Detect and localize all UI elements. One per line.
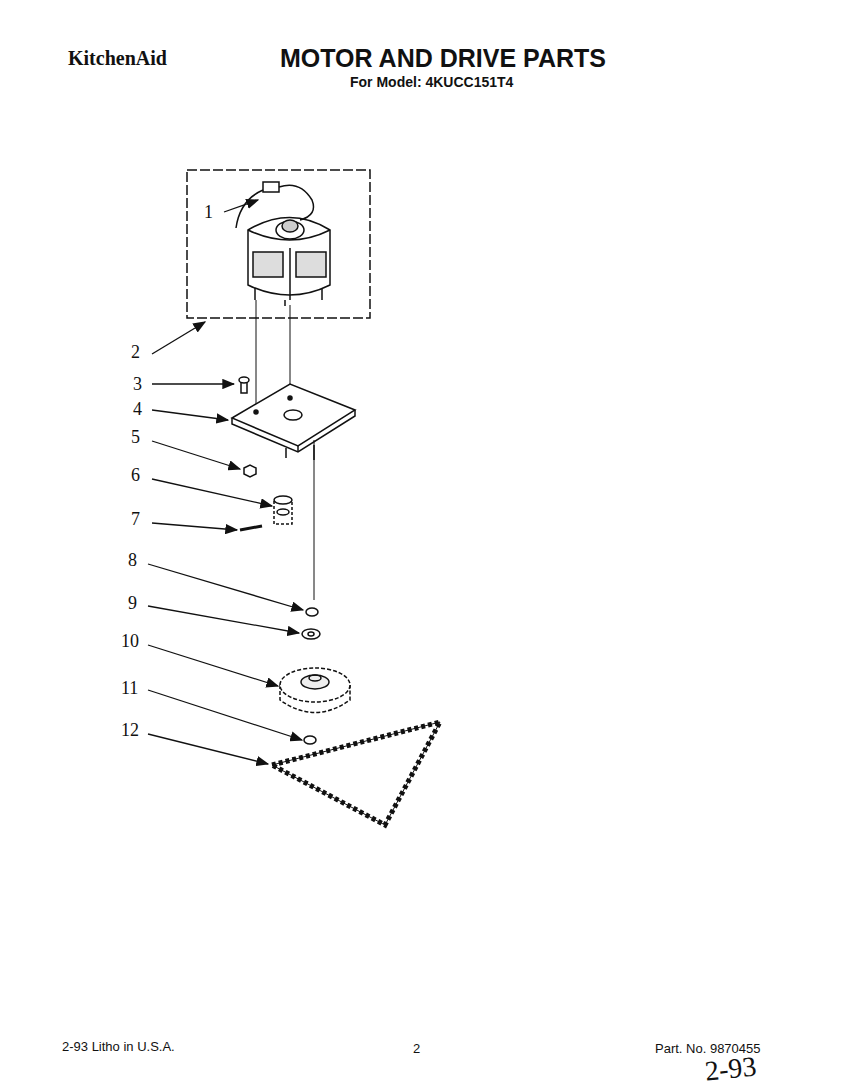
motor-symbol xyxy=(236,182,330,306)
screw-symbol xyxy=(239,377,249,393)
washer-symbol xyxy=(302,629,320,639)
callout-number: 6 xyxy=(131,466,140,484)
callout-number: 10 xyxy=(121,632,139,650)
handwritten-date: 2-93 xyxy=(704,1052,758,1085)
nut-symbol xyxy=(244,465,256,477)
mounting-plate xyxy=(232,384,355,460)
callout-number: 2 xyxy=(131,343,140,361)
model-number: For Model: 4KUCC151T4 xyxy=(350,75,513,89)
callout-number: 8 xyxy=(128,551,137,569)
washer-symbol xyxy=(306,608,318,616)
callout-number: 12 xyxy=(121,721,139,739)
page-number: 2 xyxy=(413,1042,420,1055)
callout-number: 11 xyxy=(121,679,138,697)
washer-symbol xyxy=(304,736,316,744)
callout-number: 9 xyxy=(128,594,137,612)
callout-number: 4 xyxy=(133,400,142,418)
callout-number: 1 xyxy=(204,203,213,221)
pinion-gear xyxy=(274,496,292,524)
callout-number: 3 xyxy=(133,375,142,393)
motor-assembly-box xyxy=(187,170,370,318)
callout-number: 7 xyxy=(131,510,140,528)
sprocket-gear xyxy=(280,668,350,713)
drive-chain xyxy=(272,722,440,825)
footer-note: 2-93 Litho in U.S.A. xyxy=(62,1040,175,1053)
brand-name: KitchenAid xyxy=(68,48,167,68)
page-title: MOTOR AND DRIVE PARTS xyxy=(280,46,606,71)
leader-lines xyxy=(148,200,303,764)
setscrew-symbol xyxy=(240,526,262,530)
callout-number: 5 xyxy=(131,428,140,446)
